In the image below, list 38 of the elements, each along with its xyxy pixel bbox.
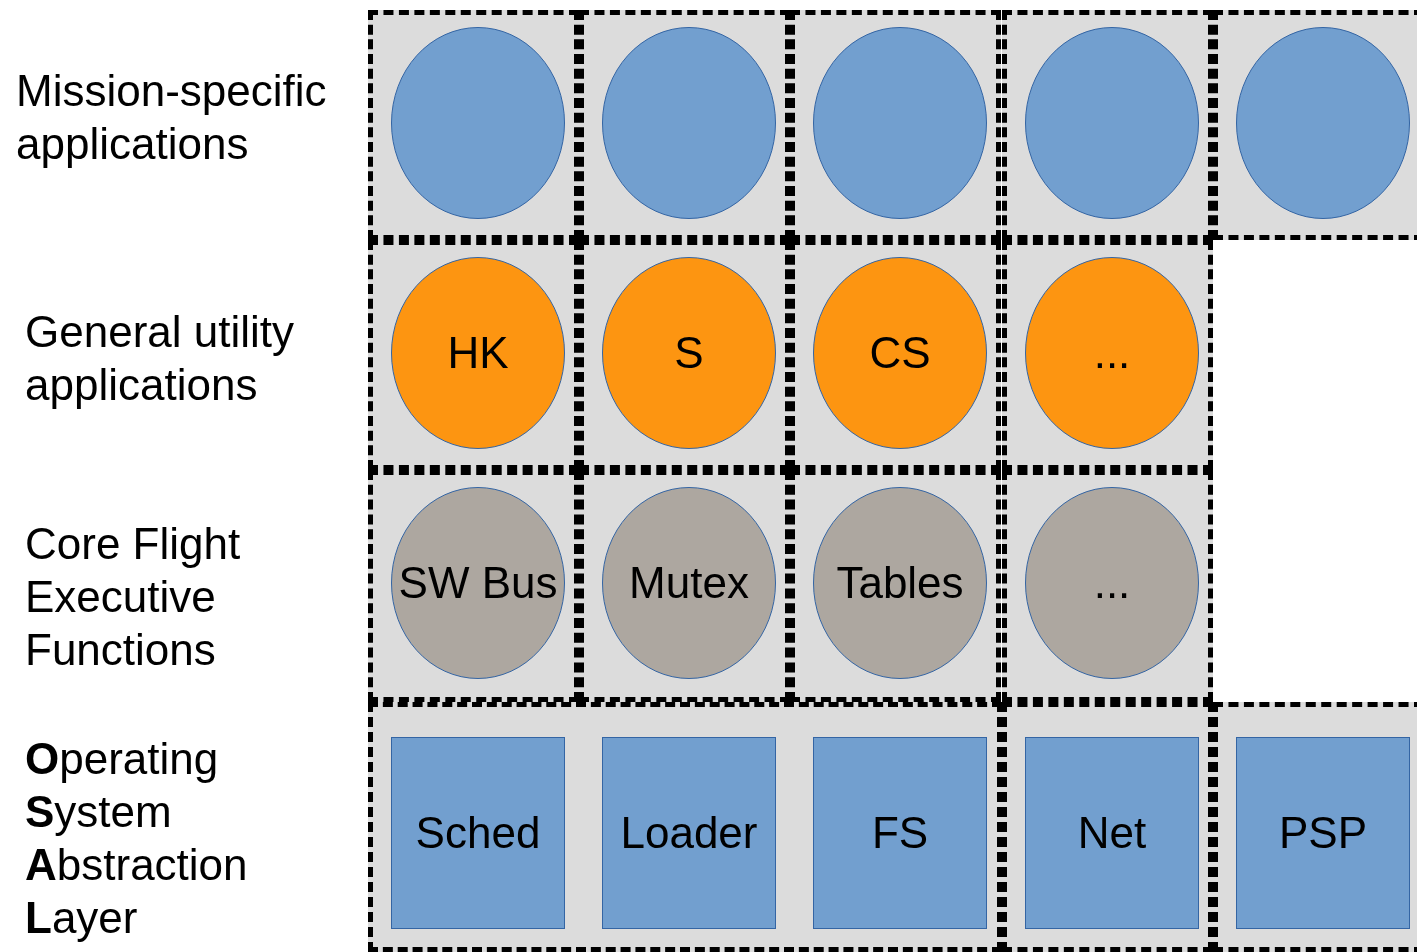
utility-ellipse (1025, 257, 1199, 449)
service-box (602, 737, 776, 929)
node-label: FS (871, 808, 929, 858)
node-label: PSP (1278, 808, 1367, 858)
service-box (391, 737, 565, 929)
function-ellipse (391, 487, 565, 679)
utility-ellipse (602, 257, 776, 449)
node-label: Tables (836, 558, 964, 608)
service-box (813, 737, 987, 929)
application-ellipse (602, 27, 776, 219)
node-label: ... (1093, 558, 1131, 608)
node-label: Mutex (629, 558, 749, 608)
node-label: ... (1093, 328, 1131, 378)
layer-label: Operating System Abstraction Layer (25, 733, 249, 944)
service-box (1025, 737, 1199, 929)
service-box (1236, 737, 1410, 929)
layer-label: Mission-specific applications (16, 65, 328, 170)
application-ellipse (813, 27, 987, 219)
node-label: CS (869, 328, 931, 378)
layer-label: Core Flight Executive Functions (25, 518, 242, 676)
function-ellipse (813, 487, 987, 679)
node-label: Loader (620, 808, 758, 858)
node-label: S (674, 328, 704, 378)
dashed-panel (1213, 10, 1417, 240)
function-ellipse (602, 487, 776, 679)
function-ellipse (1025, 487, 1199, 679)
node-label: Sched (415, 808, 541, 858)
node-label: HK (447, 328, 509, 378)
application-ellipse (1025, 27, 1199, 219)
node-label: SW Bus (398, 558, 558, 608)
utility-ellipse (391, 257, 565, 449)
application-ellipse (1236, 27, 1410, 219)
dashed-panel (368, 702, 1002, 952)
layer-label: General utility applications (25, 306, 295, 411)
utility-ellipse (813, 257, 987, 449)
node-label: Net (1077, 808, 1147, 858)
application-ellipse (391, 27, 565, 219)
dashed-panel (1213, 702, 1417, 952)
